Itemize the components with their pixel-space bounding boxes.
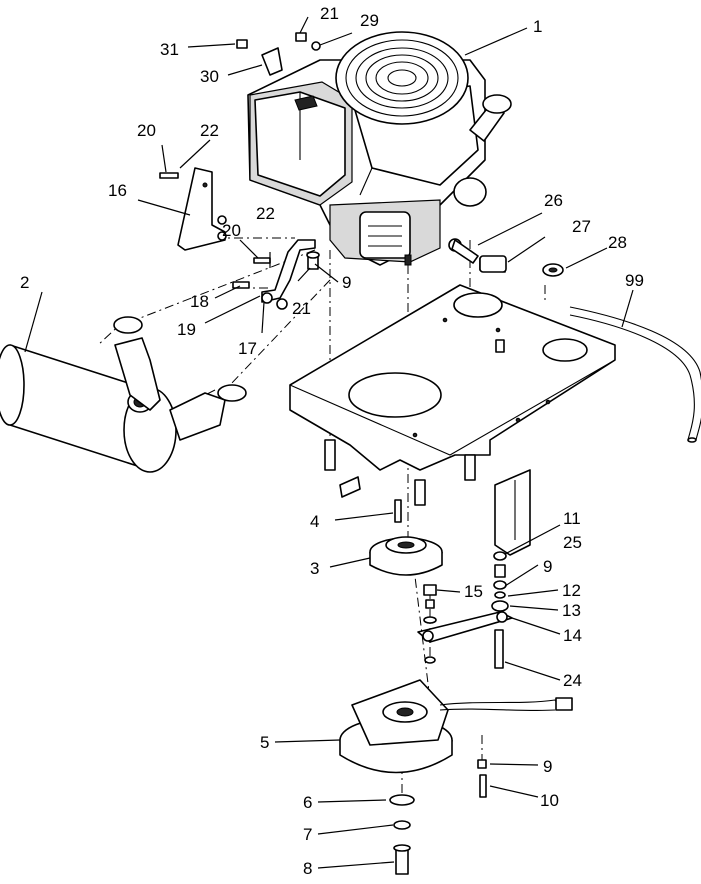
- callout-13: 13: [562, 601, 581, 620]
- bottom-hardware: [389, 794, 415, 875]
- callout-28: 28: [608, 233, 627, 252]
- callout-22-lower: 22: [256, 204, 275, 223]
- callout-5: 5: [260, 733, 269, 752]
- engine: [247, 31, 512, 273]
- callouts: 1 2 3 4 5 6 7 8 9 9 9 10 11 12 13 14 15 …: [20, 4, 644, 878]
- engine-deck: [289, 284, 616, 556]
- callout-12: 12: [562, 581, 581, 600]
- fuel-line: [569, 306, 701, 443]
- callout-16: 16: [108, 181, 127, 200]
- callout-20-lower: 20: [222, 221, 241, 240]
- callout-7: 7: [303, 825, 312, 844]
- callout-6: 6: [303, 793, 312, 812]
- callout-25: 25: [563, 533, 582, 552]
- callout-8: 8: [303, 859, 312, 878]
- callout-4: 4: [310, 512, 319, 531]
- callout-19: 19: [177, 320, 196, 339]
- callout-1: 1: [533, 17, 542, 36]
- pulley-assembly: [369, 499, 443, 576]
- callout-22-upper: 22: [200, 121, 219, 140]
- muffler: [0, 316, 247, 473]
- callout-17: 17: [238, 339, 257, 358]
- fuel-fittings: [479, 255, 564, 277]
- callout-9-clutch: 9: [543, 757, 552, 776]
- top-hardware: [159, 32, 321, 289]
- callout-27: 27: [572, 217, 591, 236]
- callout-14: 14: [563, 626, 582, 645]
- callout-29: 29: [360, 11, 379, 30]
- callout-21-upper: 21: [320, 4, 339, 23]
- callout-3: 3: [310, 559, 319, 578]
- brackets: [177, 167, 320, 310]
- callout-24: 24: [563, 671, 582, 690]
- callout-30: 30: [200, 67, 219, 86]
- electric-clutch: [339, 679, 573, 798]
- callout-9-idler: 9: [543, 557, 552, 576]
- callout-26: 26: [544, 191, 563, 210]
- callout-11: 11: [563, 509, 581, 528]
- callout-2: 2: [20, 273, 29, 292]
- callout-9-engine: 9: [342, 273, 351, 292]
- callout-31: 31: [160, 40, 179, 59]
- callout-18: 18: [190, 292, 209, 311]
- leader-lines: [24, 16, 634, 869]
- callout-10: 10: [540, 791, 559, 810]
- callout-21-lower: 21: [292, 299, 311, 318]
- callout-20-upper: 20: [137, 121, 156, 140]
- callout-15: 15: [464, 582, 483, 601]
- callout-99: 99: [625, 271, 644, 290]
